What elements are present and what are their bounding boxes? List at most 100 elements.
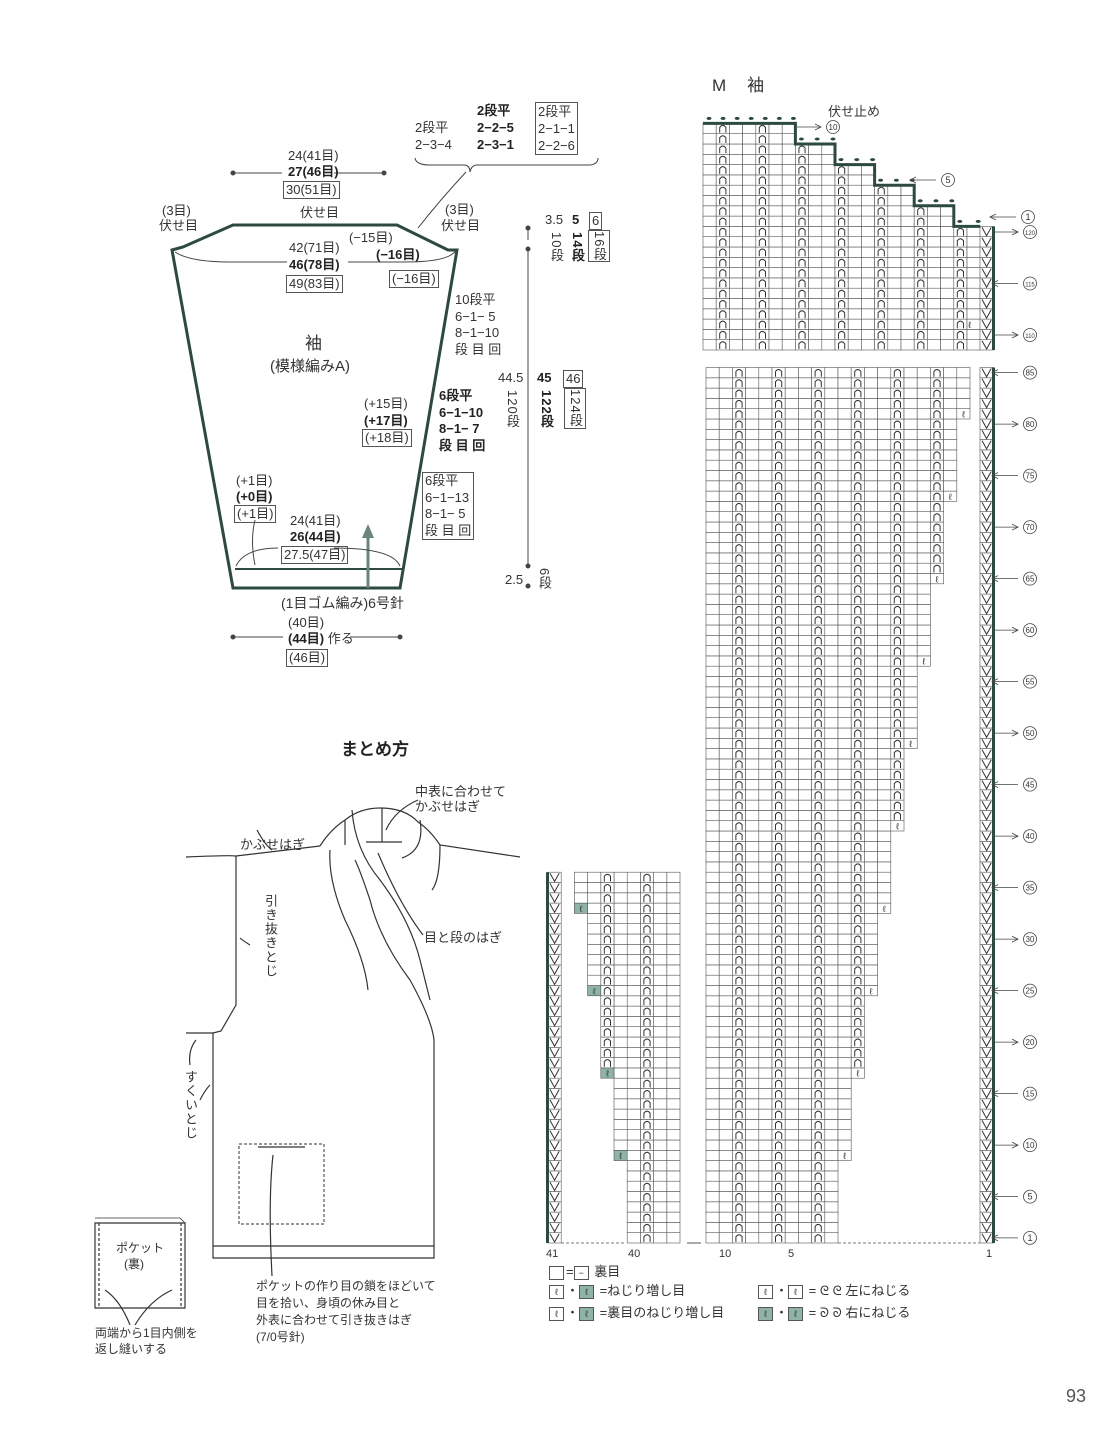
chart-cell [702, 277, 717, 289]
chart-cell [808, 298, 823, 310]
chart-cell [837, 913, 852, 925]
chart-cell [705, 748, 720, 760]
cable-purl-symbol [814, 945, 822, 954]
chart-cell [613, 1119, 628, 1131]
chart-cell [966, 246, 981, 258]
chart-cell [798, 707, 812, 719]
chart-cell [877, 449, 892, 461]
chart-cell [864, 748, 878, 760]
chart-cell [718, 1180, 733, 1192]
chart-cell [798, 768, 812, 780]
chart-cell [837, 830, 852, 842]
chart-cell [758, 531, 773, 543]
chart-cell [837, 985, 852, 997]
chart-cell [745, 830, 760, 842]
inc-row: 8−1− 7 [439, 421, 480, 436]
row-number-label: 115 [1025, 283, 1035, 289]
cable-purl-symbol [893, 688, 901, 697]
cable-purl-symbol [956, 300, 964, 308]
cable-purl-symbol [735, 1007, 743, 1016]
chart-cell [729, 133, 743, 145]
cable-purl-symbol [735, 430, 743, 439]
chart-cell [745, 748, 760, 760]
cable-purl-symbol [798, 341, 806, 349]
chart-cell [916, 480, 931, 492]
cable-purl-symbol [893, 770, 901, 779]
chart-cell [903, 676, 918, 688]
chart-cell [798, 398, 812, 409]
chart-cell [666, 923, 681, 935]
chart-cell [900, 184, 915, 196]
chart-cell [784, 985, 799, 997]
chart-cell [781, 277, 796, 289]
row-number-label: 45 [1026, 781, 1035, 790]
chart-cell [824, 985, 839, 997]
chart-cell [784, 748, 799, 760]
slip-stitch-symbol [981, 831, 992, 842]
chart-cell [758, 902, 773, 914]
chart-cell [798, 1026, 812, 1038]
cable-purl-symbol [758, 166, 766, 174]
chart-cell [877, 377, 892, 389]
chart-cell [718, 614, 733, 626]
chart-cell [758, 1088, 773, 1100]
chart-cell [705, 614, 720, 626]
chart-cell [784, 377, 799, 389]
legend-purl-twist-inc-text: =裏目のねじり増し目 [599, 1305, 725, 1320]
chart-cell [784, 645, 799, 657]
chart-cell [718, 830, 733, 842]
bindoff-dot [790, 116, 796, 120]
chart-cell [653, 913, 668, 925]
chart-cell [702, 246, 717, 258]
cable-purl-symbol [956, 289, 964, 298]
chart-cell [798, 542, 812, 554]
chart-cell [837, 573, 852, 585]
chart-cell [903, 624, 918, 636]
chart-cell [821, 267, 836, 279]
twist-right-purl-icon: ℓ [788, 1306, 804, 1321]
chart-cell [758, 861, 773, 873]
cable-purl-symbol [643, 1151, 651, 1160]
chart-cell [956, 398, 971, 409]
cable-purl-symbol [719, 258, 727, 267]
chart-cell [927, 308, 941, 320]
slip-stitch-symbol [981, 1120, 992, 1130]
chart-cell [745, 954, 760, 966]
chart-cell [864, 892, 878, 904]
slip-stitch-symbol [981, 1089, 992, 1099]
cable-purl-symbol [814, 605, 822, 614]
chart-cell [903, 459, 918, 471]
cable-purl-symbol [775, 688, 783, 697]
slip-stitch-symbol [981, 1048, 992, 1058]
chart-cell [784, 789, 799, 801]
slip-stitch-symbol [549, 1171, 560, 1182]
chart-cell [784, 676, 799, 688]
arrow-left-icon [991, 369, 999, 377]
row-number-circle [1023, 726, 1037, 741]
chart-cell [798, 1119, 812, 1131]
row-number-label: 5 [945, 175, 950, 185]
chart-cell [784, 799, 799, 811]
chart-cell [718, 799, 733, 811]
cable-purl-symbol [893, 750, 901, 758]
chart-cell [837, 882, 852, 894]
cable-purl-symbol [603, 914, 611, 923]
slip-stitch-symbol [981, 1006, 992, 1017]
chart-cell [837, 439, 852, 451]
chart-cell [718, 1129, 733, 1141]
cable-purl-symbol [893, 575, 901, 583]
chart-cell [745, 995, 760, 1007]
chart-cell [587, 871, 602, 883]
chart-cell [781, 154, 796, 165]
chart-cell [626, 1036, 641, 1048]
chart-cell [705, 367, 720, 379]
chart-cell [742, 287, 757, 299]
chart-cell [824, 439, 839, 451]
chart-cell [768, 154, 783, 165]
cable-purl-symbol [719, 186, 727, 195]
chart-cell [653, 1026, 668, 1038]
cable-purl-symbol [854, 461, 862, 470]
cable-purl-symbol [854, 966, 862, 975]
chart-cell [758, 1150, 773, 1161]
chart-cell [758, 676, 773, 688]
